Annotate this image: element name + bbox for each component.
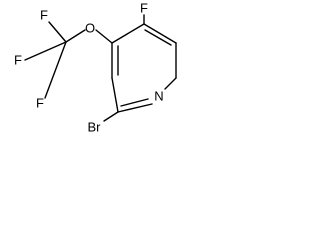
bond-ring-to-bromine: [103, 111, 119, 122]
atom-label-bromine: Br: [88, 120, 102, 135]
atom-label-fluorine-cf3-bottom: F: [36, 96, 44, 111]
substituent-bonds: [24, 14, 145, 122]
ring-bond-n-c6-inner: [120, 98, 149, 107]
atom-labels: F O F F F Br N: [14, 1, 164, 135]
ring-bond-c3-c4: [143, 23, 177, 44]
bond-cf3-to-f-bottom: [44, 41, 67, 99]
atom-label-fluorine-cf3-top: F: [40, 8, 48, 23]
bond-cf3-to-f-top: [48, 21, 67, 43]
atom-label-nitrogen: N: [154, 89, 163, 104]
chemical-structure-diagram: F O F F F Br N: [14, 1, 177, 135]
pyridine-ring: [111, 23, 177, 113]
ring-bond-c5-n: [164, 77, 177, 90]
ring-bond-n-c6: [117, 103, 153, 113]
bond-oxygen-to-cf3: [65, 29, 86, 43]
atom-label-fluorine-ring: F: [140, 1, 148, 16]
ring-bond-c3-c4-inner: [144, 29, 172, 46]
ring-bond-c2-c3: [111, 23, 145, 44]
bond-ring-to-oxygen: [95, 29, 113, 44]
atom-label-fluorine-cf3-left: F: [14, 53, 22, 68]
ring-bond-c6-c1: [111, 77, 119, 113]
atom-label-oxygen: O: [85, 21, 95, 36]
bond-cf3-to-f-left: [24, 41, 67, 61]
